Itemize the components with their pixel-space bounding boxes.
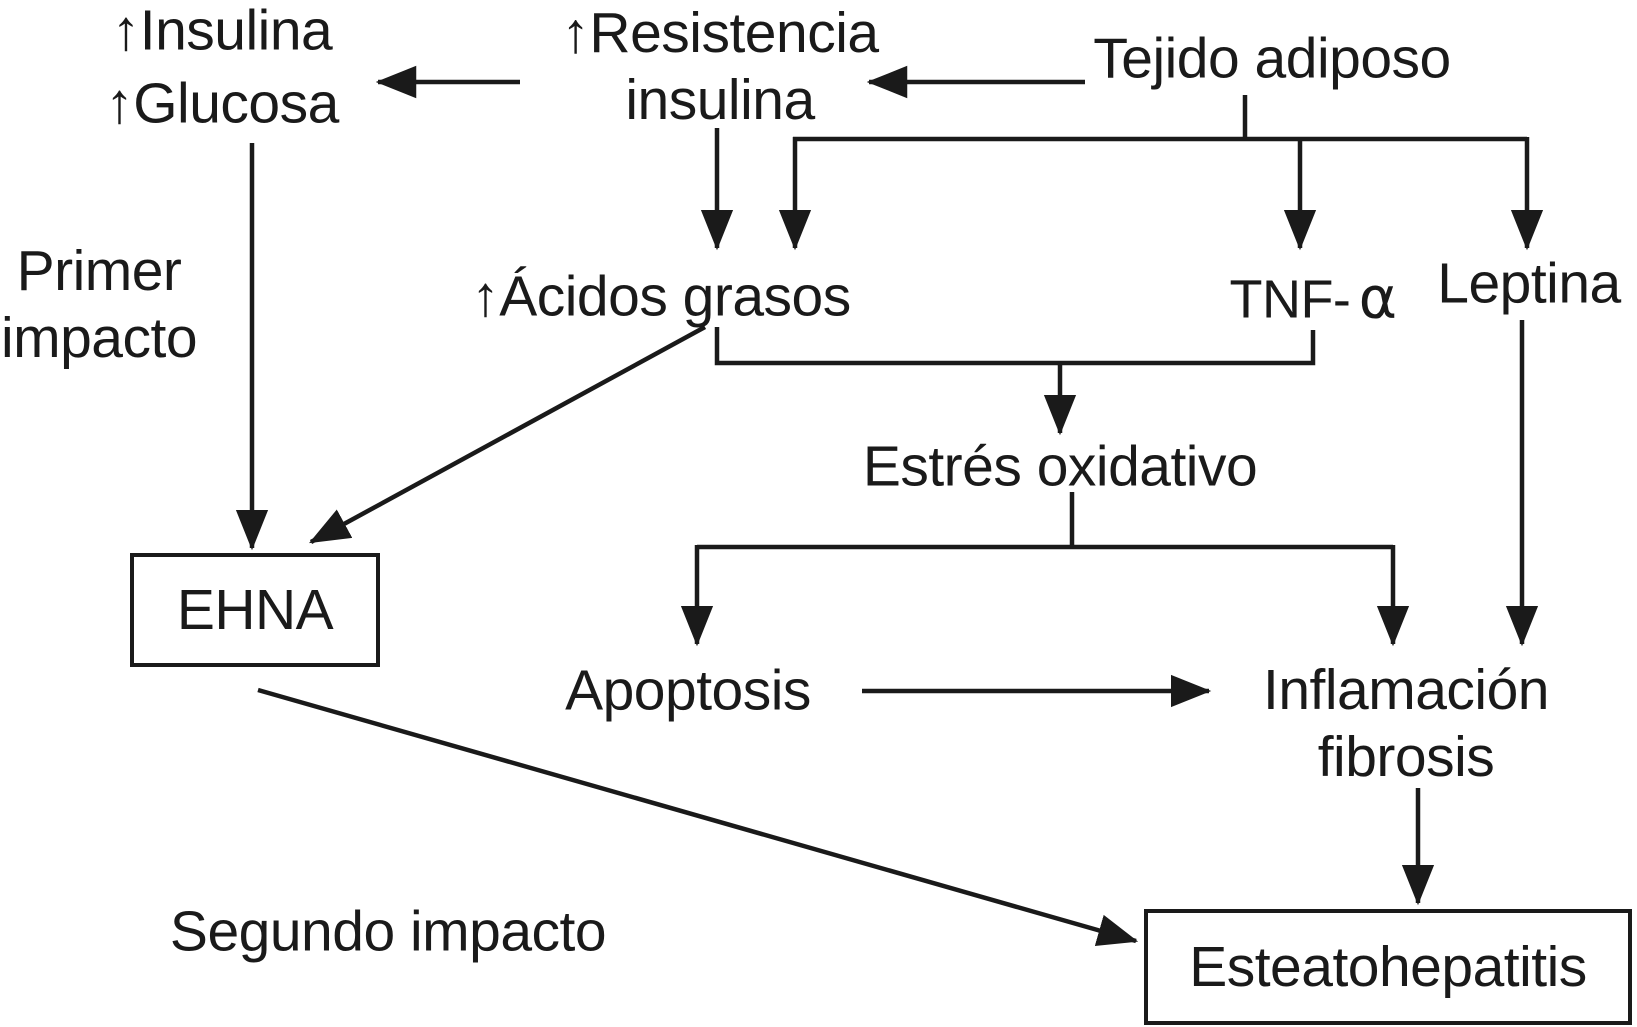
esteatohepatitis-box: Esteatohepatitis [1144,909,1632,1025]
ehna-box-label: EHNA [176,578,334,642]
node-inflamacion-line2: fibrosis [1317,725,1495,789]
node-insulina: ↑Insulina [111,0,333,63]
ehna-box: EHNA [130,553,380,667]
connector-bracket-acidos-tnf [714,327,1316,366]
node-estres-oxidativo: Estrés oxidativo [862,434,1258,499]
tnf-prefix: TNF- [1229,269,1351,330]
node-tejido-adiposo: Tejido adiposo [1093,26,1451,91]
arrow-acidos-to-ehna [309,325,707,544]
tnf-alpha-glyph: α [1358,263,1397,332]
label-primer-impacto-line2: impacto [0,306,198,370]
node-resistencia-line1: ↑Resistencia [561,0,879,65]
node-resistencia-line2: insulina [625,68,815,132]
node-glucosa: ↑Glucosa [105,71,339,136]
esteatohepatitis-box-label: Esteatohepatitis [1189,935,1587,999]
node-leptina: Leptina [1437,251,1621,316]
label-primer-impacto-line1: Primer [16,238,182,303]
arrow-ehna-to-esteatohepatitis [257,687,1139,947]
node-tnf-alpha: TNF-α [1229,263,1397,333]
node-apoptosis: Apoptosis [565,658,811,723]
node-inflamacion-fibrosis: Inflamación fibrosis [1263,657,1550,792]
node-acidos-grasos: ↑Ácidos grasos [471,264,851,329]
node-resistencia-insulina: ↑Resistencia insulina [561,0,879,134]
node-inflamacion-line1: Inflamación [1263,657,1550,722]
label-segundo-impacto: Segundo impacto [169,899,607,964]
label-primer-impacto: Primer impacto [0,238,198,373]
